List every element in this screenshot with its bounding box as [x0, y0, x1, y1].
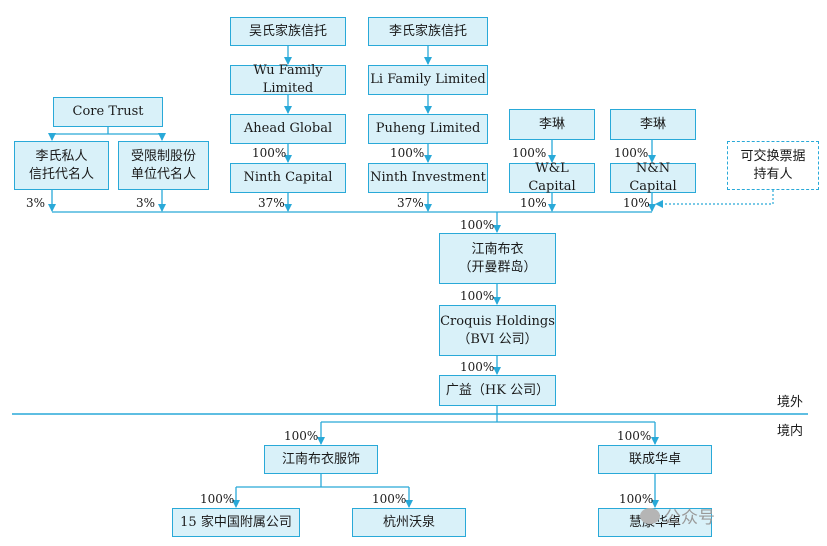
node-label: 广益（HK 公司） [445, 382, 550, 398]
jnby-cayman-box: 江南布衣 （开曼群岛） [439, 233, 556, 284]
node-label: 联成华卓 [628, 451, 681, 467]
node-label-line1: 李氏私人 [35, 148, 88, 164]
pct-ninth-investment: 37% [397, 196, 424, 210]
ninth-capital-box: Ninth Capital [230, 163, 346, 193]
pct-to-jnby: 100% [460, 218, 495, 232]
pct-nn-capital: 10% [623, 196, 650, 210]
pct-li-nominee: 3% [26, 196, 46, 210]
node-label-line2: （BVI 公司） [457, 331, 538, 347]
onshore-label: 境内 [777, 424, 804, 439]
li-lin-box-2: 李琳 [610, 109, 696, 140]
pct-to-huikang: 100% [619, 492, 654, 506]
li-lin-box-1: 李琳 [509, 109, 595, 140]
node-label: N&N Capital [629, 161, 677, 194]
li-private-trust-nominee-box: 李氏私人 信托代名人 [14, 141, 109, 190]
li-family-limited-box: Li Family Limited [368, 65, 488, 95]
node-label: Ninth Capital [243, 170, 333, 185]
node-label: 江南布衣服饰 [281, 451, 360, 467]
pct-lilin-to-wl: 100% [512, 146, 547, 160]
watermark-text: 公众号 [664, 508, 715, 528]
pct-to-lianchenghuazhuo: 100% [617, 429, 652, 443]
pct-ahead-to-ninth: 100% [252, 146, 287, 160]
node-label: Core Trust [72, 104, 144, 119]
ahead-global-box: Ahead Global [230, 114, 346, 144]
node-label-line2: （开曼群岛） [458, 259, 537, 275]
hangzhou-woquan-box: 杭州沃泉 [352, 508, 466, 537]
node-label: 15 家中国附属公司 [180, 514, 292, 530]
core-trust-box: Core Trust [53, 97, 163, 127]
croquis-holdings-box: Croquis Holdings （BVI 公司） [439, 305, 556, 356]
nn-capital-box: N&N Capital [610, 161, 696, 194]
restricted-share-unit-nominee-box: 受限制股份 单位代名人 [118, 141, 209, 190]
node-label: Wu Family Limited [253, 63, 323, 96]
node-label-line1: 可交换票据 [740, 148, 806, 164]
wl-capital-box: W&L Capital [509, 161, 595, 194]
node-label: 李氏家族信托 [388, 23, 467, 39]
pct-wl-capital: 10% [520, 196, 547, 210]
exchangeable-note-holders-box: 可交换票据 持有人 [727, 141, 819, 190]
node-label-line2: 信托代名人 [28, 166, 94, 182]
node-label: W&L Capital [528, 161, 576, 194]
guangyi-hk-box: 广益（HK 公司） [439, 375, 556, 406]
node-label: Ahead Global [243, 121, 333, 136]
node-label: Li Family Limited [370, 72, 486, 87]
node-label: Ninth Investment [370, 170, 486, 185]
wu-family-limited-box: Wu Family Limited [230, 63, 346, 96]
pct-to-woquan: 100% [372, 492, 407, 506]
pct-puheng-to-ninthinv: 100% [390, 146, 425, 160]
node-label-line2: 单位代名人 [130, 166, 196, 182]
pct-to-guangyi: 100% [460, 360, 495, 374]
puheng-limited-box: Puheng Limited [368, 114, 488, 144]
node-label-line1: 江南布衣 [471, 241, 524, 257]
watermark: 公众号 [640, 503, 715, 528]
pct-to-apparel: 100% [284, 429, 319, 443]
wechat-icon [640, 507, 660, 524]
node-label: 杭州沃泉 [382, 514, 435, 530]
node-label-line2: 持有人 [753, 166, 793, 182]
ninth-investment-box: Ninth Investment [368, 163, 488, 193]
lianchenghuazhuo-box: 联成华卓 [598, 445, 712, 474]
jnby-apparel-box: 江南布衣服饰 [264, 445, 378, 474]
node-label: 吴氏家族信托 [248, 23, 327, 39]
li-family-trust-box: 李氏家族信托 [368, 17, 488, 46]
node-label-line1: Croquis Holdings [440, 313, 555, 329]
pct-lilin-to-nn: 100% [614, 146, 649, 160]
node-label: 李琳 [538, 116, 565, 132]
node-label-line1: 受限制股份 [130, 148, 196, 164]
node-label: 李琳 [639, 116, 666, 132]
pct-ninth-capital: 37% [258, 196, 285, 210]
wu-family-trust-box: 吴氏家族信托 [230, 17, 346, 46]
pct-to-croquis: 100% [460, 289, 495, 303]
pct-to-china-subsidiaries: 100% [200, 492, 235, 506]
node-label: Puheng Limited [375, 121, 481, 136]
pct-restricted-nominee: 3% [136, 196, 156, 210]
offshore-label: 境外 [777, 395, 804, 410]
china-subsidiaries-box: 15 家中国附属公司 [172, 508, 300, 537]
